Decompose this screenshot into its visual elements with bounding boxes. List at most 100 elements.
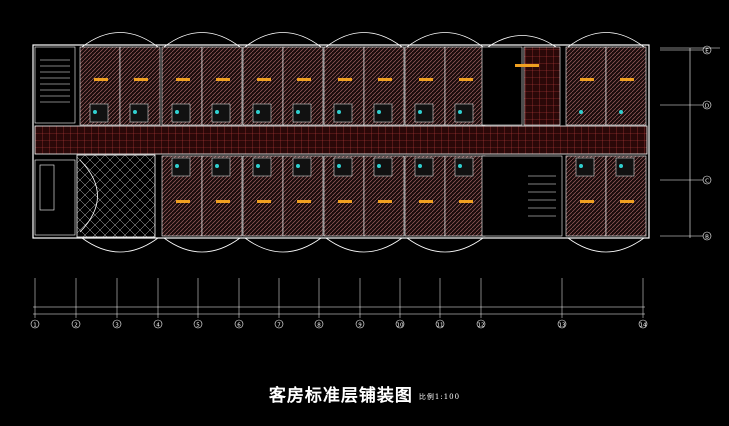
axis-bubble — [274, 319, 284, 329]
bathroom — [129, 103, 149, 123]
axis-bubble — [193, 319, 203, 329]
scale-note: 比例1:100 — [418, 392, 461, 401]
axis-label: 8 — [317, 323, 321, 329]
title-text: 客房标准层铺装图 — [268, 386, 413, 406]
axis-bubble — [702, 100, 712, 110]
service-core — [481, 46, 563, 237]
room — [605, 46, 647, 126]
fixture — [579, 164, 583, 168]
room-label-mark — [419, 78, 433, 81]
room-label-mark — [580, 78, 594, 81]
room-label-mark — [378, 200, 392, 203]
drawing-title: 客房标准层铺装图比例1:100 — [0, 381, 729, 406]
bathroom — [373, 103, 393, 123]
fixture — [377, 110, 381, 114]
axis-label: 14 — [640, 323, 647, 329]
room-label-mark — [176, 200, 190, 203]
bathroom — [454, 103, 474, 123]
bathroom — [292, 103, 312, 123]
axis-label: 4 — [156, 323, 160, 329]
bathroom — [252, 157, 272, 177]
bay-window — [81, 32, 159, 48]
axis-bubble — [435, 319, 445, 329]
bathroom — [252, 103, 272, 123]
room-label-mark — [419, 200, 433, 203]
fixture — [215, 110, 219, 114]
axis-label: 9 — [358, 323, 362, 329]
axis-label: 7 — [277, 323, 281, 329]
room-label-mark — [620, 200, 634, 203]
fixture — [256, 110, 260, 114]
room-label-mark — [216, 200, 230, 203]
axis-label: 2 — [74, 323, 78, 329]
atrium — [76, 154, 156, 238]
axis-bubble — [702, 175, 712, 185]
room-label-mark — [257, 200, 271, 203]
fixture — [418, 164, 422, 168]
room — [565, 46, 607, 126]
bay-window — [81, 237, 159, 253]
fixture — [619, 164, 623, 168]
axis-label: E — [705, 49, 709, 55]
room-label-mark — [580, 200, 594, 203]
guest-rooms-bottom — [81, 155, 647, 253]
axis-bubble — [355, 319, 365, 329]
room-label-mark — [338, 200, 352, 203]
room-label-mark — [176, 78, 190, 81]
fixture — [579, 110, 583, 114]
axis-bubble — [476, 319, 486, 329]
fixture — [296, 164, 300, 168]
fixture — [337, 110, 341, 114]
bathroom — [171, 103, 191, 123]
room-label-mark — [94, 78, 108, 81]
fixture — [458, 110, 462, 114]
fixture — [133, 110, 137, 114]
room-label-mark — [338, 78, 352, 81]
bathroom — [333, 103, 353, 123]
bay-window — [244, 237, 322, 253]
room-label-mark — [620, 78, 634, 81]
fixture — [93, 110, 97, 114]
bay-window — [567, 32, 645, 48]
axis-label: 6 — [237, 323, 241, 329]
axis-label: 1 — [33, 323, 37, 329]
room-label-mark — [297, 78, 311, 81]
axis-bubble — [702, 45, 712, 55]
corridor — [34, 125, 648, 155]
axis-label: C — [705, 179, 709, 185]
bay-window — [487, 35, 557, 48]
bathroom — [171, 157, 191, 177]
fixture — [215, 164, 219, 168]
axis-label: 3 — [115, 323, 119, 329]
room-label-mark — [459, 200, 473, 203]
axis-bubble — [112, 319, 122, 329]
bathroom — [292, 157, 312, 177]
bay-window — [406, 32, 484, 48]
fixture — [296, 110, 300, 114]
bathroom — [211, 103, 231, 123]
guest-rooms-top — [79, 32, 647, 126]
axis-bubble — [702, 231, 712, 241]
bathroom — [414, 157, 434, 177]
axis-label: 13 — [559, 323, 566, 329]
axis-bubble — [314, 319, 324, 329]
fixture — [256, 164, 260, 168]
axis-bubble — [30, 319, 40, 329]
axis-label: D — [705, 104, 709, 110]
fixture — [377, 164, 381, 168]
bathroom — [211, 157, 231, 177]
room-label-mark — [257, 78, 271, 81]
room-label-mark — [378, 78, 392, 81]
stair-left — [34, 46, 76, 124]
axis-bubble — [234, 319, 244, 329]
fixture — [175, 164, 179, 168]
bay-window — [244, 32, 322, 48]
fixture — [175, 110, 179, 114]
bathroom — [414, 103, 434, 123]
bay-window — [325, 237, 403, 253]
bay-window — [406, 237, 484, 253]
axis-label: 12 — [478, 323, 485, 329]
bay-window — [163, 32, 241, 48]
